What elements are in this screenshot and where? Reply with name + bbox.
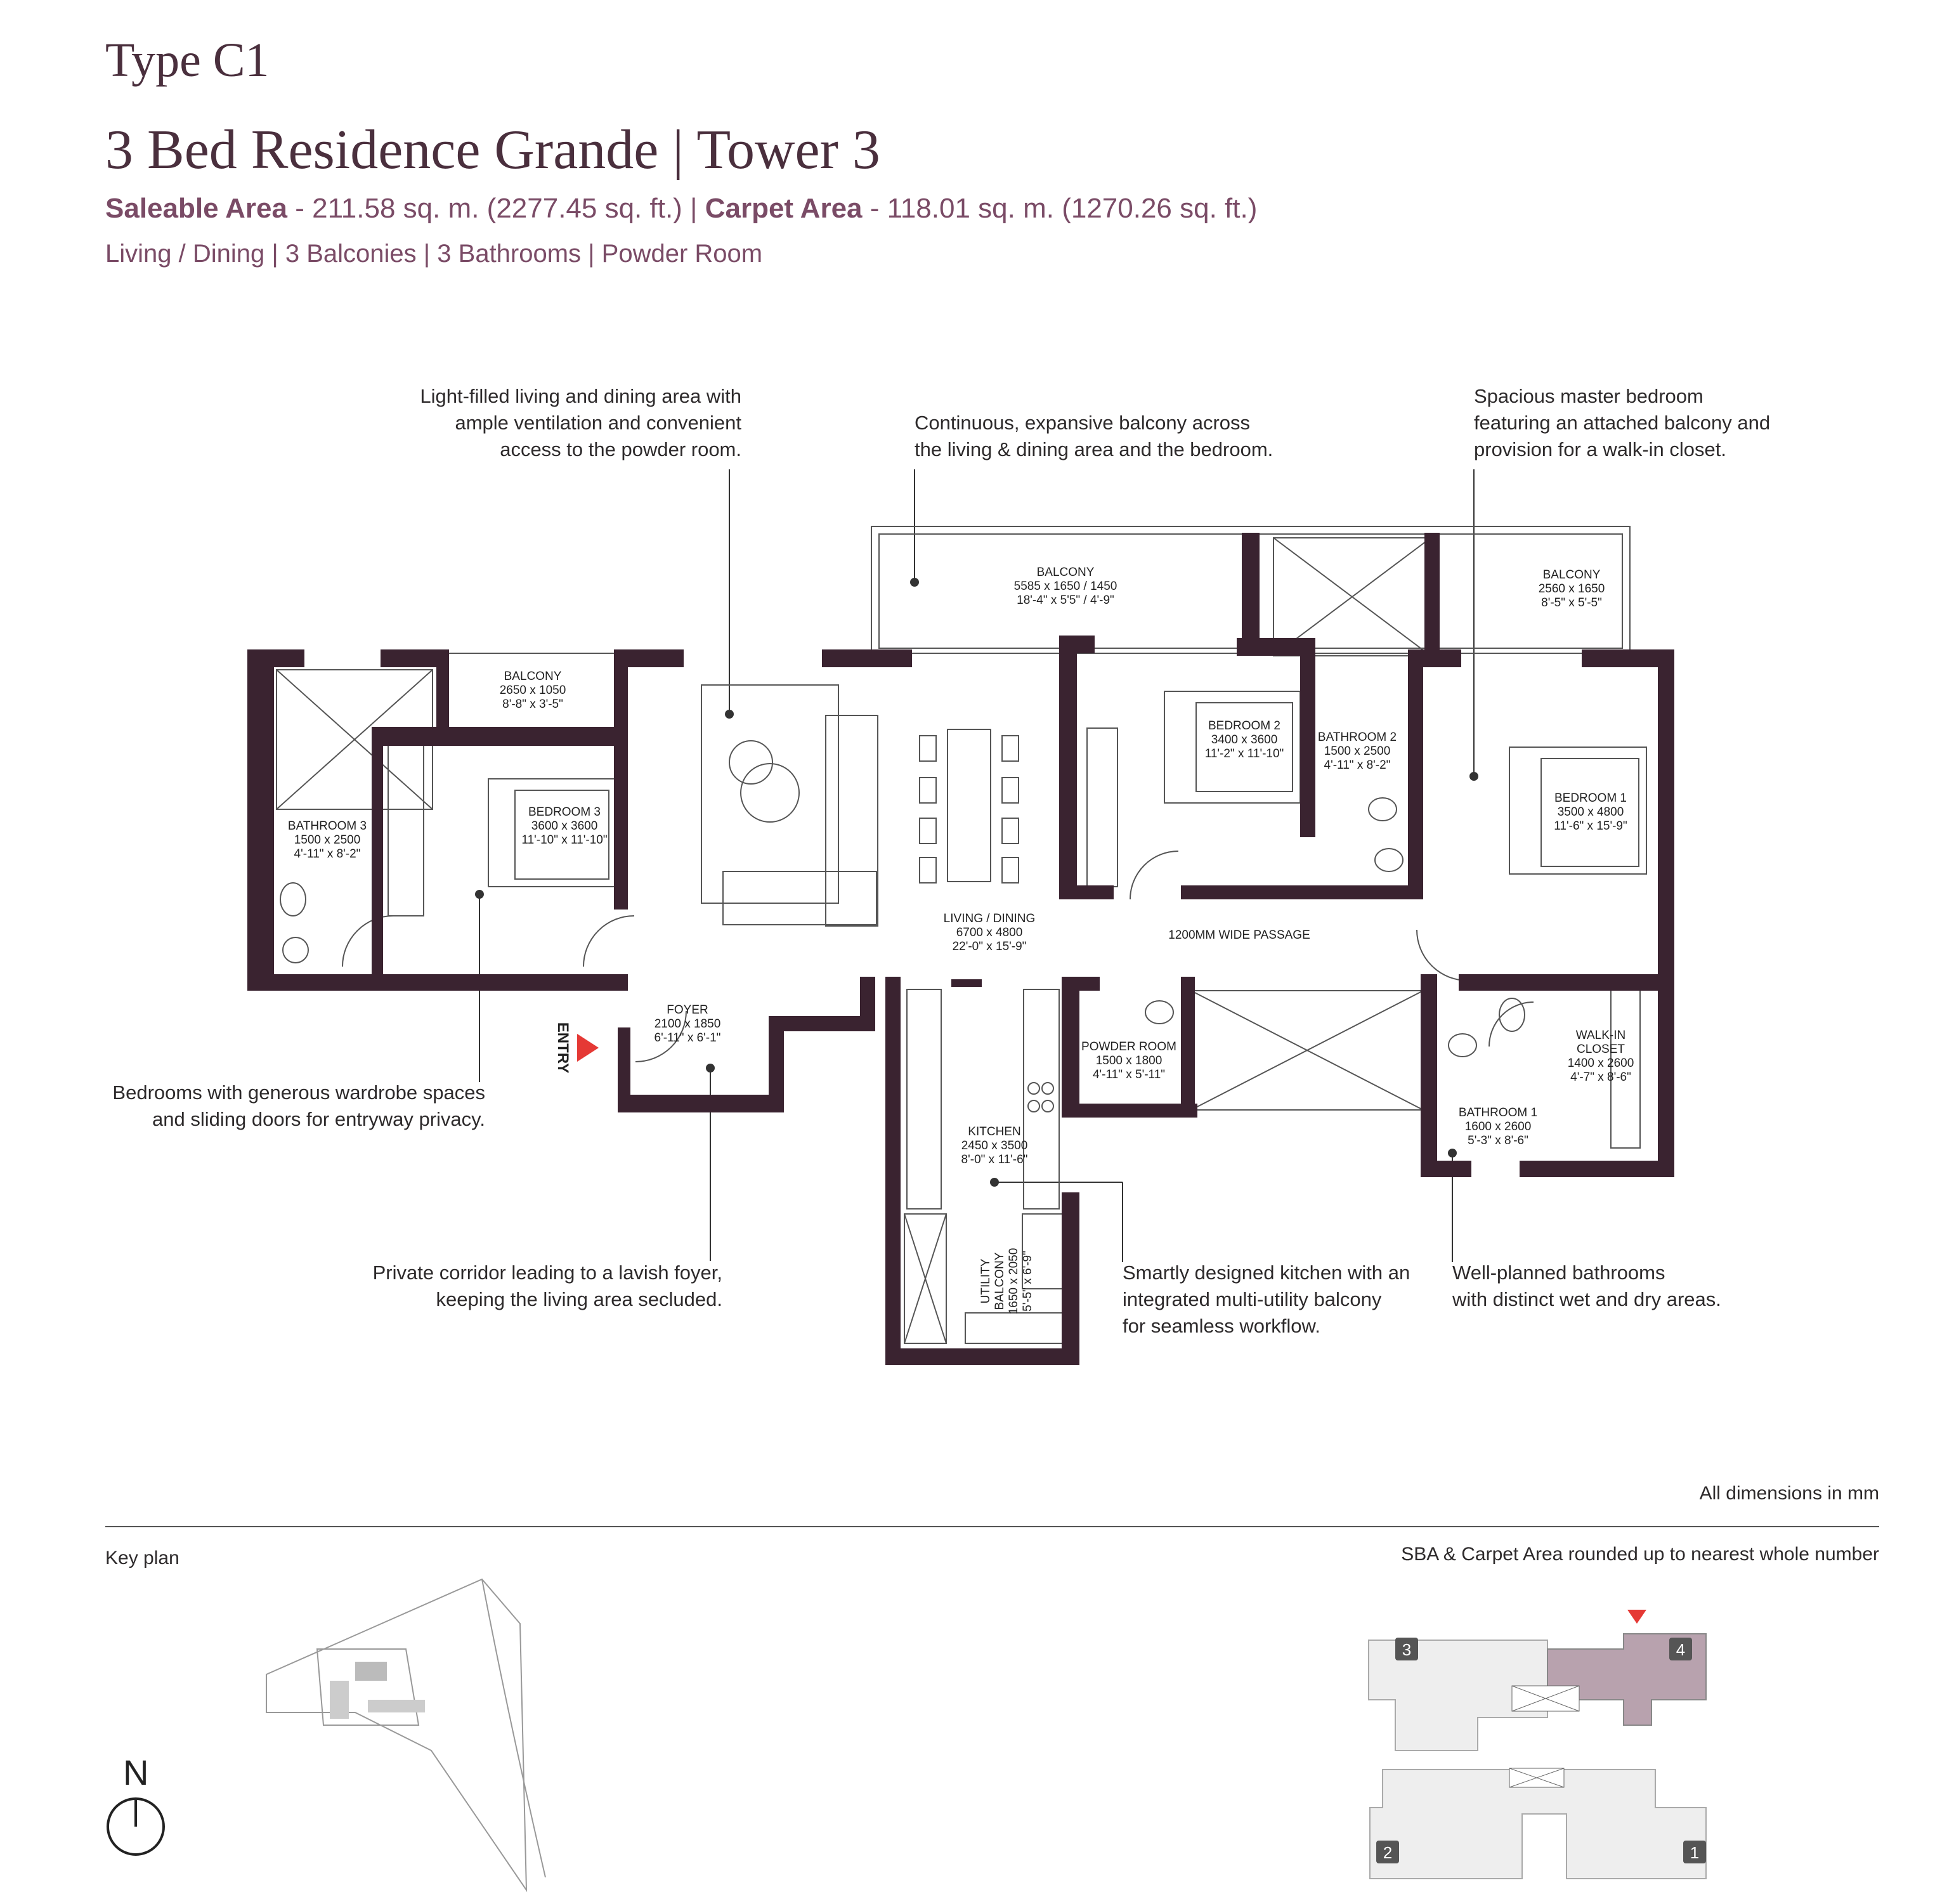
bathroom2-mm: 1500 x 2500 <box>1324 745 1391 758</box>
powder-name: POWDER ROOM <box>1081 1040 1176 1053</box>
bathroom3-name: BATHROOM 3 <box>288 819 367 833</box>
powder-ft: 4'-11" x 5'-11" <box>1093 1068 1165 1081</box>
utility-ft: 5'-5" x 6'-9" <box>1021 1251 1034 1312</box>
tower-4-badge: 4 <box>1676 1640 1685 1659</box>
balcony-left-mm: 2650 x 1050 <box>500 684 566 697</box>
balcony-right-name: BALCONY <box>1543 568 1601 582</box>
bathroom3-mm: 1500 x 2500 <box>294 833 361 847</box>
unit-marker-icon <box>1627 1610 1646 1624</box>
callout-corridor: Private corridor leading to a lavish foy… <box>372 1262 722 1310</box>
living-name: LIVING / DINING <box>944 912 1036 925</box>
bathroom2-ft: 4'-11" x 8'-2" <box>1324 759 1391 772</box>
bedroom1-ft: 11'-6" x 15'-9" <box>1554 819 1627 833</box>
tower-badges: 3 4 2 1 <box>1376 1638 1706 1863</box>
divider <box>105 1526 1879 1527</box>
saleable-area-value: - 211.58 sq. m. (2277.45 sq. ft.) | <box>287 193 705 224</box>
bedroom3-mm: 3600 x 3600 <box>531 819 598 833</box>
bedroom2-ft: 11'-2" x 11'-10" <box>1205 747 1284 760</box>
bathroom1-name: BATHROOM 1 <box>1459 1106 1537 1119</box>
powder-mm: 1500 x 1800 <box>1096 1054 1163 1067</box>
bedroom2-mm: 3400 x 3600 <box>1211 733 1278 747</box>
kitchen-mm: 2450 x 3500 <box>961 1139 1028 1152</box>
foyer-mm: 2100 x 1850 <box>655 1017 721 1031</box>
living-ft: 22'-0" x 15'-9" <box>953 940 1027 953</box>
tower-2-badge: 2 <box>1383 1843 1392 1862</box>
features-summary: Living / Dining | 3 Balconies | 3 Bathro… <box>105 240 763 268</box>
tower-key-plan <box>1368 1610 1707 1879</box>
saleable-area-label: Saleable Area <box>105 193 287 224</box>
balcony-top-mm: 5585 x 1650 / 1450 <box>1014 580 1117 593</box>
balcony-top-ft: 18'-4" x 5'5" / 4'-9" <box>1017 594 1114 607</box>
bathroom2-name: BATHROOM 2 <box>1318 731 1397 744</box>
room-labels: BALCONY 5585 x 1650 / 1450 18'-4" x 5'5"… <box>288 566 1634 1314</box>
kitchen-name: KITCHEN <box>968 1125 1020 1138</box>
north-compass-icon <box>107 1797 165 1856</box>
walkin-mm: 1400 x 2600 <box>1568 1057 1634 1070</box>
entry-arrow-icon <box>577 1034 599 1062</box>
utility-name: UTILITY <box>979 1258 993 1303</box>
unit-type-label: Type C1 <box>105 34 270 87</box>
north-label: N <box>123 1752 149 1792</box>
walls <box>247 533 1674 1365</box>
balcony-top-name: BALCONY <box>1037 566 1095 579</box>
balcony-left-ft: 8'-8" x 3'-5" <box>502 698 563 711</box>
utility-name2: BALCONY <box>993 1252 1006 1310</box>
bedroom2-name: BEDROOM 2 <box>1208 719 1280 733</box>
bedroom3-ft: 11'-10" x 11'-10" <box>521 833 607 847</box>
key-plan-map <box>266 1578 546 1893</box>
walkin-name2: CLOSET <box>1577 1043 1625 1056</box>
key-plan-label: Key plan <box>105 1548 179 1568</box>
carpet-area-label: Carpet Area <box>705 193 863 224</box>
bedroom1-name: BEDROOM 1 <box>1554 792 1627 805</box>
bathroom3-ft: 4'-11" x 8'-2" <box>294 847 361 861</box>
kitchen-ft: 8'-0" x 11'-6" <box>961 1153 1028 1166</box>
page-title: 3 Bed Residence Grande | Tower 3 <box>105 119 880 181</box>
entry-label: ENTRY <box>554 1022 571 1073</box>
sba-note: SBA & Carpet Area rounded up to nearest … <box>1401 1544 1879 1565</box>
bathroom1-mm: 1600 x 2600 <box>1465 1120 1532 1133</box>
foyer-name: FOYER <box>667 1003 708 1017</box>
dimensions-note: All dimensions in mm <box>1699 1483 1879 1504</box>
carpet-area-value: - 118.01 sq. m. (1270.26 sq. ft.) <box>862 193 1258 224</box>
living-mm: 6700 x 4800 <box>956 926 1023 939</box>
tower-3-badge: 3 <box>1402 1640 1411 1659</box>
utility-mm: 1650 x 2050 <box>1007 1248 1020 1315</box>
passage-label: 1200MM WIDE PASSAGE <box>1168 929 1310 942</box>
balcony-right-ft: 8'-5" x 5'-5" <box>1541 596 1602 610</box>
walkin-ft: 4'-7" x 8'-6" <box>1570 1071 1631 1084</box>
balcony-left-name: BALCONY <box>504 670 562 683</box>
bedroom3-name: BEDROOM 3 <box>528 805 601 819</box>
balcony-right-mm: 2560 x 1650 <box>1539 582 1605 596</box>
bathroom1-ft: 5'-3" x 8'-6" <box>1468 1134 1528 1147</box>
tower-1-badge: 1 <box>1690 1843 1699 1862</box>
callout-living: Light-filled living and dining area with… <box>420 385 741 460</box>
area-summary: Saleable Area - 211.58 sq. m. (2277.45 s… <box>105 193 1257 225</box>
foyer-ft: 6'-11" x 6'-1" <box>655 1031 721 1045</box>
walkin-name: WALK-IN <box>1576 1029 1625 1042</box>
bedroom1-mm: 3500 x 4800 <box>1558 805 1624 819</box>
